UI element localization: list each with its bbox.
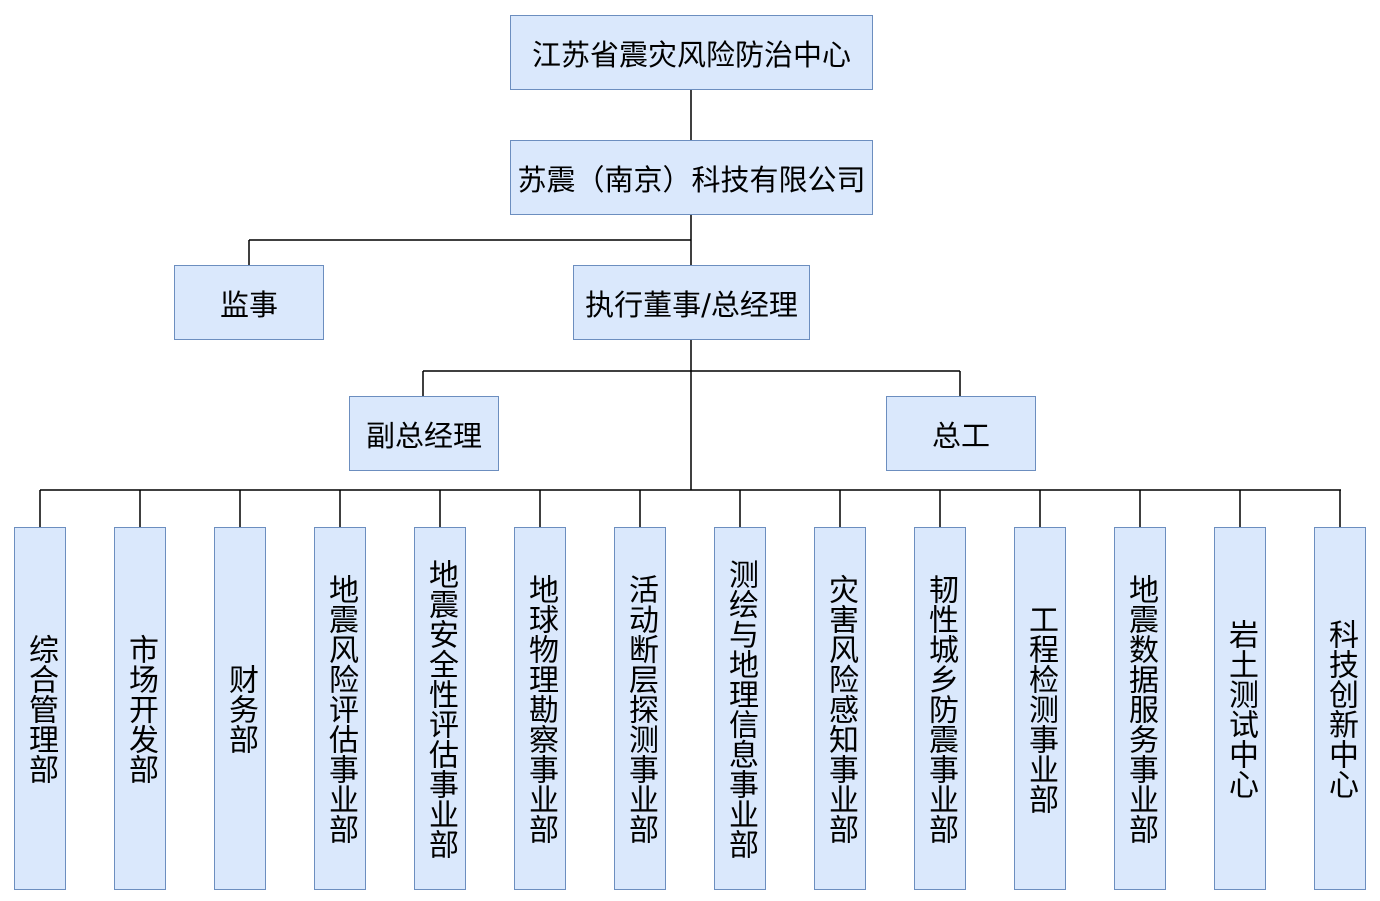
dept-label: 活动断层探测事业部	[623, 573, 658, 844]
dept-box: 综合管理部	[14, 527, 66, 890]
dept-box: 岩土测试中心	[1214, 527, 1266, 890]
node-supervisor: 监事	[174, 265, 324, 340]
dept-label: 韧性城乡防震事业部	[923, 573, 958, 844]
dept-box: 市场开发部	[114, 527, 166, 890]
node-executive-director-label: 执行董事/总经理	[585, 287, 798, 322]
dept-label: 市场开发部	[123, 633, 158, 784]
dept-box: 地震安全性评估事业部	[414, 527, 466, 890]
dept-box: 活动断层探测事业部	[614, 527, 666, 890]
node-supervisor-label: 监事	[219, 287, 278, 322]
dept-box: 灾害风险感知事业部	[814, 527, 866, 890]
dept-box: 科技创新中心	[1314, 527, 1366, 890]
dept-label: 地震风险评估事业部	[323, 573, 358, 844]
dept-box: 韧性城乡防震事业部	[914, 527, 966, 890]
dept-label: 地球物理勘察事业部	[523, 573, 558, 844]
node-executive-director: 执行董事/总经理	[573, 265, 810, 340]
dept-box: 工程检测事业部	[1014, 527, 1066, 890]
dept-label: 地震安全性评估事业部	[423, 558, 458, 859]
node-chief-engineer: 总工	[886, 396, 1036, 471]
dept-label: 工程检测事业部	[1023, 603, 1058, 814]
dept-box: 测绘与地理信息事业部	[714, 527, 766, 890]
node-vice-general-manager-label: 副总经理	[365, 418, 482, 453]
dept-label: 综合管理部	[23, 633, 58, 784]
dept-box: 地球物理勘察事业部	[514, 527, 566, 890]
dept-label: 测绘与地理信息事业部	[723, 558, 758, 859]
dept-box: 财务部	[214, 527, 266, 890]
dept-box: 地震风险评估事业部	[314, 527, 366, 890]
node-vice-general-manager: 副总经理	[349, 396, 499, 471]
node-company-label: 苏震（南京）科技有限公司	[517, 162, 866, 197]
node-chief-engineer-label: 总工	[931, 418, 990, 453]
dept-label: 科技创新中心	[1323, 618, 1358, 799]
node-company: 苏震（南京）科技有限公司	[510, 140, 873, 215]
node-seismic-risk-center-label: 江苏省震灾风险防治中心	[531, 37, 851, 72]
dept-label: 财务部	[223, 663, 258, 754]
dept-label: 岩土测试中心	[1223, 618, 1258, 799]
dept-box: 地震数据服务事业部	[1114, 527, 1166, 890]
dept-label: 地震数据服务事业部	[1123, 573, 1158, 844]
dept-label: 灾害风险感知事业部	[823, 573, 858, 844]
node-seismic-risk-center: 江苏省震灾风险防治中心	[510, 15, 873, 90]
